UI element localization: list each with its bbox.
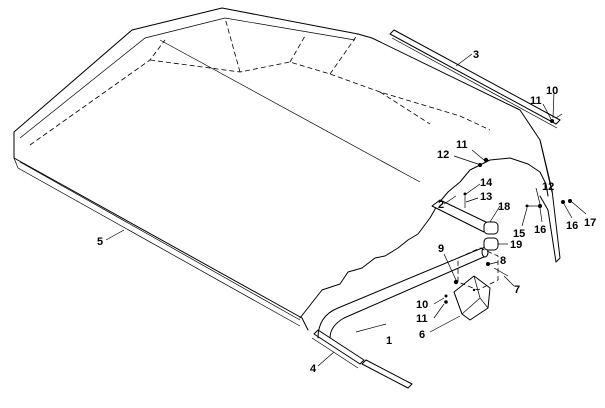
callout-17: 17: [584, 217, 596, 229]
callout-5: 5: [97, 236, 103, 248]
callout-13: 13: [480, 191, 492, 203]
callout-10-lower: 10: [416, 299, 428, 311]
callout-15: 15: [513, 228, 525, 240]
callout-19: 19: [510, 239, 522, 251]
callout-16-left: 16: [534, 224, 546, 236]
callout-2: 2: [438, 199, 444, 211]
spacer-19: [483, 237, 499, 251]
callout-18: 18: [498, 201, 510, 213]
callout-6: 6: [419, 329, 425, 341]
canopy-panel: [13, 7, 561, 331]
callout-14: 14: [480, 177, 493, 189]
callout-11-upper: 11: [530, 95, 542, 107]
callout-11-middle: 11: [456, 139, 468, 151]
hardware: [444, 113, 572, 304]
support-tube: [317, 246, 489, 339]
callout-1: 1: [386, 335, 392, 347]
mount-bracket: [453, 275, 491, 321]
callout-9: 9: [438, 243, 444, 255]
leader-lines: [105, 53, 587, 367]
callout-12-right: 12: [542, 181, 554, 193]
callout-12-left: 12: [437, 149, 449, 161]
bottom-strip: [311, 329, 413, 389]
callout-3: 3: [473, 49, 479, 61]
callout-4: 4: [310, 363, 317, 375]
callout-8: 8: [500, 255, 506, 267]
callout-7: 7: [514, 284, 520, 296]
spacer-18: [483, 221, 499, 235]
callout-10-upper: 10: [546, 85, 558, 97]
trim-strip: [389, 29, 561, 129]
callout-16-right: 16: [566, 220, 578, 232]
callout-11-lower: 11: [416, 313, 428, 325]
callouts: 1 2 3 4 5 6 7 8 9 10 11 10 11 11 12 12 1…: [97, 49, 596, 375]
